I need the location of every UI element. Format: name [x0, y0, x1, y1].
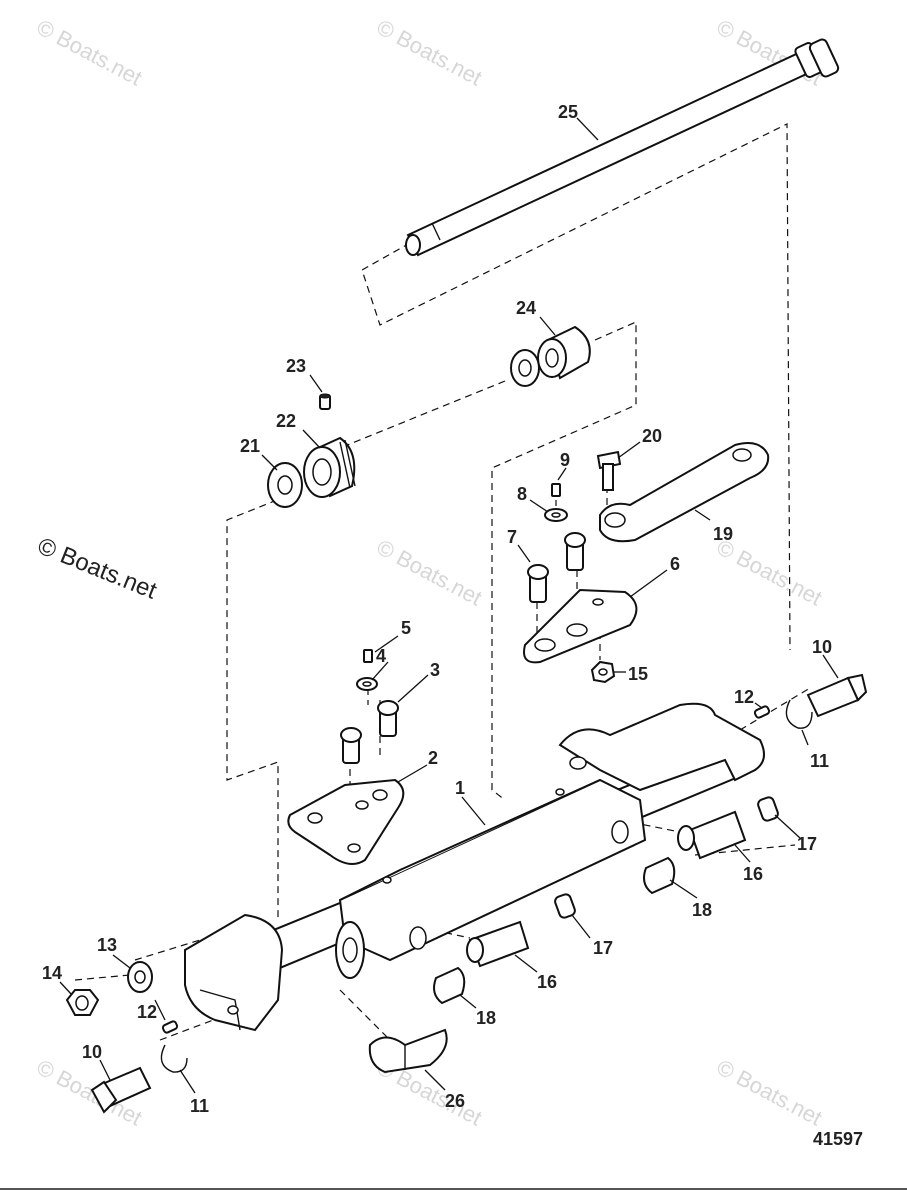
- part-20-bolt: [596, 450, 622, 491]
- callout-2: 2: [428, 748, 438, 768]
- part-7-bushing: [527, 532, 586, 603]
- part-8-washer: [544, 508, 568, 522]
- callout-25: 25: [558, 102, 578, 122]
- callout-8: 8: [517, 484, 527, 504]
- callout-3: 3: [430, 660, 440, 680]
- part-17-cap: [554, 796, 779, 919]
- part-10-bolt-left: [90, 1066, 152, 1114]
- part-5-screw: [363, 649, 373, 663]
- callout-10-top: 10: [812, 637, 832, 657]
- part-9-screw: [551, 483, 561, 497]
- callout-24: 24: [516, 298, 536, 318]
- callout-16-top: 16: [743, 864, 763, 884]
- part-21-washer: [267, 462, 303, 508]
- callout-15: 15: [628, 664, 648, 684]
- callout-5: 5: [401, 618, 411, 638]
- part-13-washer: [127, 961, 153, 993]
- leader-lines: [59, 117, 839, 1094]
- part-14-nut: [65, 989, 100, 1016]
- part-3-bushing: [340, 700, 399, 764]
- part-2-plate: [287, 778, 405, 865]
- callout-6: 6: [670, 554, 680, 574]
- callout-19: 19: [713, 524, 733, 544]
- part-12-pin: [161, 705, 771, 1034]
- part-4-washer: [356, 677, 378, 691]
- callout-9: 9: [560, 450, 570, 470]
- callout-18-top: 18: [692, 900, 712, 920]
- part-6-plate: [523, 588, 638, 664]
- watermark: © Boats.net: [713, 1054, 827, 1130]
- watermark: © Boats.net: [713, 534, 827, 610]
- figure-number: 41597: [813, 1129, 863, 1149]
- watermark: © Boats.net: [373, 14, 487, 90]
- callout-11-bottom: 11: [190, 1096, 209, 1116]
- part-18-spacer: [433, 856, 676, 1005]
- callout-16-bottom: 16: [537, 972, 557, 992]
- callout-21: 21: [240, 436, 260, 456]
- part-23-set-screw: [319, 393, 331, 410]
- part-16-fitting: [466, 810, 747, 968]
- callout-23: 23: [286, 356, 306, 376]
- callout-17-bottom: 17: [593, 938, 613, 958]
- part-15-nut: [590, 660, 616, 684]
- callout-20: 20: [642, 426, 662, 446]
- callout-14: 14: [42, 963, 62, 983]
- watermark-main: © Boats.net: [34, 533, 161, 605]
- callout-7: 7: [507, 527, 517, 547]
- callout-1: 1: [455, 778, 465, 798]
- callout-11-top: 11: [810, 751, 829, 771]
- callout-4: 4: [376, 646, 386, 666]
- part-26-cover: [368, 1028, 448, 1074]
- callout-12-bottom: 12: [137, 1002, 157, 1022]
- part-25-shaft: [405, 38, 840, 257]
- callout-labels: 25 24 23 22 21 20 9 8 7 6 19 5 4 3 2 1 1…: [42, 102, 832, 1116]
- callout-17-top: 17: [797, 834, 817, 854]
- part-24-bushing: [510, 325, 591, 387]
- callout-18-bottom: 18: [476, 1008, 496, 1028]
- part-22-knurled-nut: [303, 436, 356, 498]
- part-10-bolt-right: [806, 673, 868, 718]
- watermark: © Boats.net: [33, 14, 147, 90]
- part-19-link-arm: [599, 442, 770, 543]
- callout-12-top: 12: [734, 687, 754, 707]
- callout-22: 22: [276, 411, 296, 431]
- part-11-clip: [160, 699, 813, 1073]
- callout-26: 26: [445, 1091, 465, 1111]
- callout-13: 13: [97, 935, 117, 955]
- callout-10-bottom: 10: [82, 1042, 102, 1062]
- part-1-cylinder: [184, 702, 765, 1032]
- watermark: © Boats.net: [373, 534, 487, 610]
